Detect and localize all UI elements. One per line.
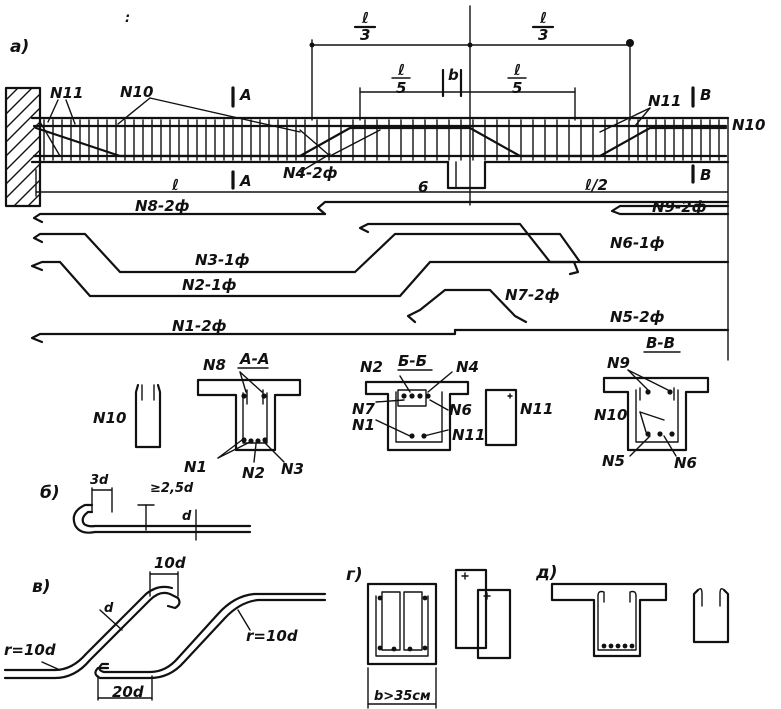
beam-mark-n4: N4-2ф — [283, 164, 338, 182]
section-vv-mark-n6: N6 — [674, 454, 697, 472]
bar-n1: N1-2ф — [172, 317, 227, 335]
section-aa-mark-n2: N2 — [242, 464, 265, 482]
beam-leaders — [47, 97, 651, 173]
hook-dim-25d: ≥2,5d — [150, 481, 194, 496]
bar-n7: N7-2ф — [505, 286, 560, 304]
bar-n3: N3-1ф — [195, 251, 250, 269]
section-bb-mark-n7: N7 — [352, 400, 376, 418]
double-stirrup-detail — [454, 568, 512, 660]
dim-fifth-1-den: 5 — [396, 79, 406, 97]
beam-mark-n11-right: N11 — [648, 92, 681, 110]
beam-mark-n11-left: N11 — [50, 84, 83, 102]
dim-fifth-2-num: ℓ — [513, 61, 521, 79]
cut-label-b-bottom: В — [700, 166, 711, 184]
section-bb-mark-n6: N6 — [449, 401, 472, 419]
bar-n9: N9-2ф — [652, 198, 707, 216]
dim-six: 6 — [418, 178, 428, 196]
dim-third-1-num: ℓ — [361, 9, 369, 27]
hook-dim-3d: 3d — [90, 473, 109, 488]
open-stirrup-detail — [692, 587, 730, 644]
bend-detail — [3, 571, 327, 701]
mark-n11-detail: N11 — [520, 400, 553, 418]
mark-n10-detail: N10 — [93, 409, 126, 427]
panel-label-v: в) — [32, 577, 51, 597]
scan-mark: : — [125, 11, 130, 26]
dim-third-2-den: 3 — [538, 26, 548, 44]
bar-n8: N8-2ф — [135, 197, 190, 215]
dim-half: ℓ/2 — [584, 176, 608, 194]
bend-20d: 20d — [112, 683, 144, 701]
section-aa-title: А-А — [239, 350, 269, 368]
beam-mark-n10-right: N10 — [732, 116, 765, 134]
beam-mark-n10-left: N10 — [120, 83, 153, 101]
dim-fifth-1-num: ℓ — [397, 61, 405, 79]
support-wall — [4, 86, 42, 208]
beam-outline — [30, 116, 730, 190]
section-bb — [364, 369, 470, 452]
bar-n6: N6-1ф — [610, 234, 665, 252]
section-bb-title: Б-Б — [398, 352, 427, 370]
cut-label-a-top: А — [239, 86, 252, 104]
bend-10d: 10d — [154, 554, 186, 572]
section-d — [550, 582, 668, 658]
bend-r1: r=10d — [4, 641, 56, 659]
section-aa-mark-n3: N3 — [281, 460, 304, 478]
section-aa-mark-n1: N1 — [184, 458, 207, 476]
dim-third-2-num: ℓ — [539, 9, 547, 27]
beam-bars — [32, 121, 728, 158]
stirrup-n11-detail — [484, 388, 518, 447]
bend-d: d — [104, 601, 114, 616]
hook-dim-d: d — [182, 509, 192, 524]
bar-n5: N5-2ф — [610, 308, 665, 326]
stirrup-n10-detail — [134, 383, 162, 449]
dim-l: ℓ — [171, 176, 179, 194]
dim-fifth-2-den: 5 — [512, 79, 522, 97]
section-vv-mark-n9: N9 — [607, 354, 630, 372]
section-bb-mark-n4: N4 — [456, 358, 479, 376]
section-aa — [196, 367, 302, 463]
width-note: b>35см — [374, 689, 431, 704]
panel-label-a: a) — [10, 37, 29, 57]
panel-label-b: б) — [40, 483, 60, 503]
bar-schedule — [30, 200, 730, 344]
section-bb-mark-n11: N11 — [452, 426, 485, 444]
panel-label-g: г) — [346, 565, 363, 585]
dim-third-1-den: 3 — [360, 26, 370, 44]
dim-b: b — [448, 66, 459, 84]
wide-section — [366, 582, 438, 709]
dimension-lines — [35, 5, 729, 361]
section-vv-title: В-В — [646, 334, 675, 352]
cut-label-b-top: В — [700, 86, 711, 104]
section-bb-mark-n1: N1 — [352, 416, 375, 434]
panel-label-d: д) — [535, 563, 558, 583]
section-cut-marks — [231, 86, 695, 190]
cut-label-a-bottom: А — [239, 172, 252, 190]
bend-r2: r=10d — [246, 627, 298, 645]
section-aa-mark-n8: N8 — [203, 356, 226, 374]
bar-n2: N2-1ф — [182, 276, 237, 294]
section-bb-mark-n2: N2 — [360, 358, 383, 376]
section-vv — [602, 351, 710, 457]
section-vv-mark-n5: N5 — [602, 452, 625, 470]
section-vv-mark-n10: N10 — [594, 406, 627, 424]
hook-detail — [72, 487, 252, 541]
